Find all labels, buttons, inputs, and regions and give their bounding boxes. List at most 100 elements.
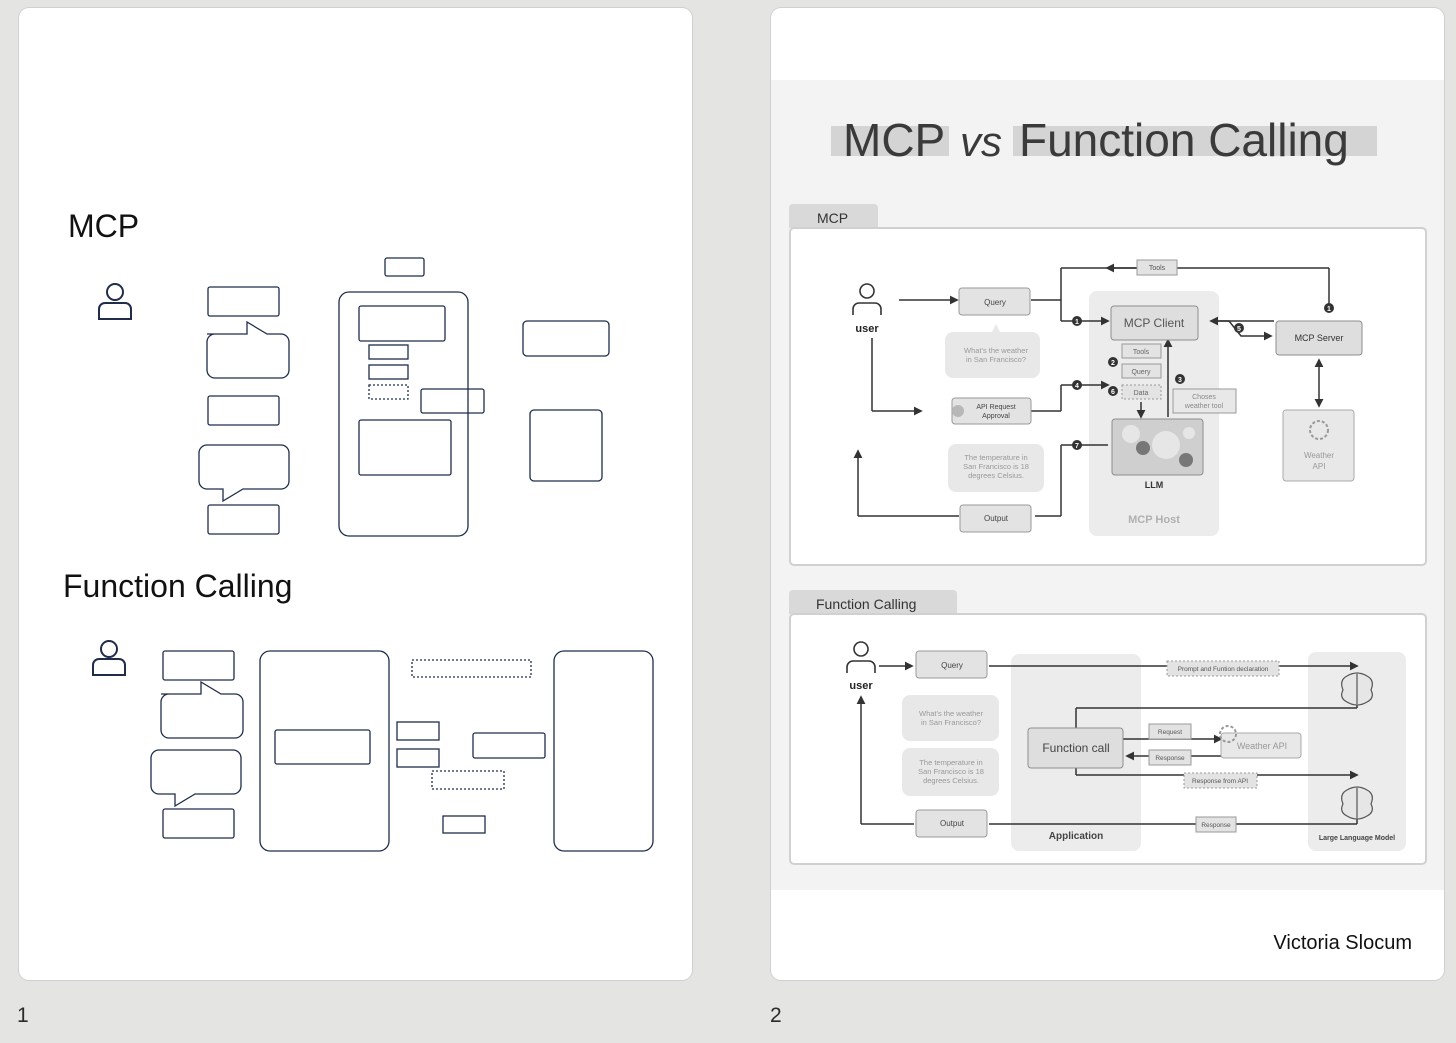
user-icon [846,641,876,673]
placeholder-dashed-box [411,659,532,678]
svg-text:The temperature in: The temperature in [919,758,982,767]
placeholder-note-box [420,388,485,414]
svg-text:1: 1 [1327,306,1331,313]
svg-text:degrees Celsius.: degrees Celsius. [968,471,1024,480]
svg-text:7: 7 [1075,443,1079,450]
step-badge [1324,303,1334,313]
svg-text:Function call: Function call [1042,741,1109,755]
page-number-1: 1 [17,1004,29,1027]
fc-prompt-decl-box: Prompt and Funtion declaration [1166,660,1280,677]
svg-text:3: 3 [1178,377,1182,384]
placeholder-small-box [396,748,440,768]
svg-text:San Francisco is 18: San Francisco is 18 [918,767,984,776]
placeholder-client-box [358,305,446,342]
placeholder-bubble-bottom [198,444,290,503]
svg-text:What's the weather: What's the weather [964,346,1028,355]
brain-icon [1341,672,1373,706]
mcp-query-small-box: Query [1121,363,1162,379]
title-highlight [1013,126,1377,156]
fc-question-bubble: What's the weather in San Francisco? [902,695,999,741]
fc-query-box: Query [915,650,988,679]
svg-text:What's the weather: What's the weather [919,709,983,718]
svg-text:Prompt and Funtion declaration: Prompt and Funtion declaration [1178,666,1269,673]
mcp-data-box: Data [1121,384,1162,400]
svg-text:2: 2 [1111,360,1115,367]
fc-answer-bubble: The temperature in San Francisco is 18 d… [902,748,999,796]
title-vs: vs [960,118,1002,165]
placeholder-llm-panel [553,650,654,852]
svg-text:Tools: Tools [1149,265,1166,272]
author-name: Victoria Slocum [1273,932,1412,954]
placeholder-tools-box [384,257,425,277]
fc-request-box: Request [1148,723,1192,740]
placeholder-small-box [368,364,409,380]
mcp-client-box: MCP Client [1110,305,1199,341]
placeholder-bubble-top [206,320,290,379]
placeholder-query-box [207,286,280,317]
placeholder-output-box [207,504,280,535]
mcp-tab [789,204,878,228]
placeholder-query-box [162,650,235,681]
fc-function-call-box: Function call [1027,727,1124,769]
svg-text:5: 5 [1237,326,1241,333]
user-icon [852,283,882,315]
svg-text:Weather API: Weather API [1237,741,1287,751]
mcp-server-box: MCP Server [1275,320,1363,356]
step-badge [1108,386,1118,396]
placeholder-api-box [472,732,546,759]
fc-response-box: Response [1148,749,1192,766]
mcp-tools-box: Tools [1121,343,1162,359]
svg-text:San Francisco is 18: San Francisco is 18 [963,462,1029,471]
fc-application-label: Application [1049,831,1103,842]
mcp-chooses-tool-box: Choses weather tool [1172,388,1237,414]
page-1-thumbnail[interactable]: MCP Function Calling [19,8,692,980]
placeholder-small-box [442,815,486,834]
mcp-api-request-box: API Request Approval [951,397,1032,425]
svg-text:Response: Response [1155,755,1185,762]
title-mcp: MCP [843,114,945,166]
title-highlight [831,126,949,156]
weather-api-icon [1219,725,1237,743]
fc-user-label: user [849,680,873,692]
step-badge [1072,380,1082,390]
svg-text:Weather: Weather [1304,451,1334,460]
step-badge [1072,316,1082,326]
placeholder-api-box [529,409,603,482]
placeholder-llm-box [358,419,452,476]
svg-text:6: 6 [1111,389,1115,396]
brain-icon [1341,786,1373,820]
svg-text:Response: Response [1201,822,1231,829]
mcp-llm-box: LLM [1111,418,1204,490]
svg-text:Data: Data [1134,390,1149,397]
svg-text:weather tool: weather tool [1184,403,1224,410]
placeholder-request-box [207,395,280,426]
svg-text:Output: Output [984,514,1009,523]
fc-weather-api-box: Weather API [1219,725,1302,759]
user-icon [98,283,132,320]
placeholder-small-box [368,384,409,400]
svg-text:Query: Query [1131,369,1151,376]
page-2-thumbnail[interactable]: MCP vs Function Calling MCP MCP Host use… [771,8,1444,980]
svg-text:Query: Query [984,298,1006,307]
placeholder-small-box [368,344,409,360]
svg-text:1: 1 [1075,319,1079,326]
svg-text:LLM: LLM [1145,480,1164,490]
placeholder-small-box [396,721,440,741]
step-badge [1072,440,1082,450]
svg-text:in San Francisco?: in San Francisco? [966,355,1026,364]
step-badge [1234,323,1244,333]
mcp-question-bubble: What's the weather in San Francisco? [945,324,1040,378]
page-1-canvas: MCP Function Calling [63,208,654,852]
step-badge [1175,374,1185,384]
fc-tab [789,590,957,614]
placeholder-output-box [162,808,235,839]
svg-text:4: 4 [1075,383,1079,390]
placeholder-bubble-bottom [150,749,242,808]
placeholder-dashed-box [431,770,505,790]
fc-llm-label: Large Language Model [1319,835,1395,842]
mcp-user-label: user [855,323,879,335]
fc-tab-label: Function Calling [816,596,916,612]
svg-text:Choses: Choses [1192,394,1216,401]
svg-text:degrees Celsius.: degrees Celsius. [923,776,979,785]
svg-text:Approval: Approval [982,413,1010,420]
